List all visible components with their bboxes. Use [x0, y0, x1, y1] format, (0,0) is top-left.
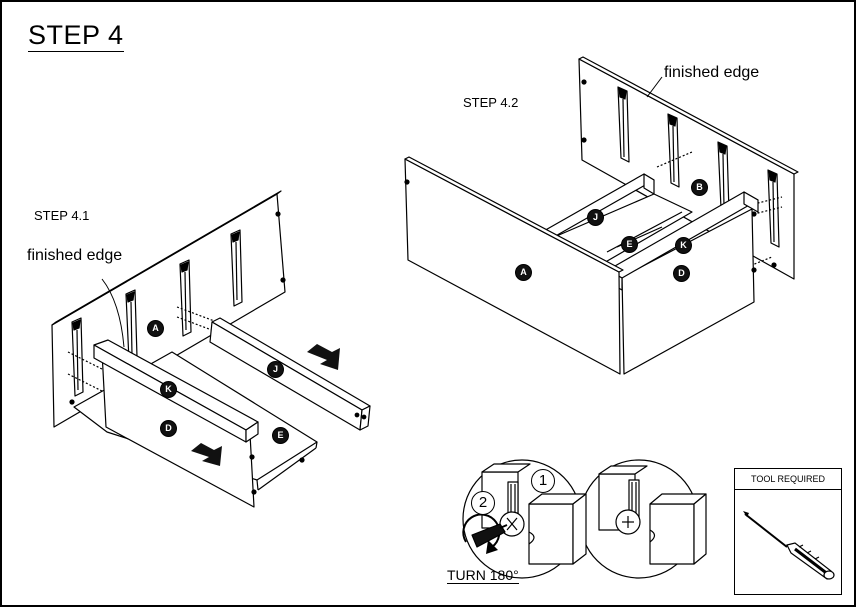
cam-lock-detail — [462, 459, 707, 579]
part-badge-k: K — [160, 381, 177, 398]
cam-slots-4-2 — [617, 86, 783, 268]
arrow-j — [307, 344, 340, 370]
panel-d-4-2 — [621, 208, 755, 375]
tool-required-header: TOOL REQUIRED — [735, 469, 841, 490]
part-badge-a: A — [515, 264, 532, 281]
finished-edge-label-4-1: finished edge — [27, 247, 123, 264]
part-badge-a: A — [147, 320, 164, 337]
cam-slots-4-1 — [67, 229, 243, 397]
part-badge-j: J — [587, 209, 604, 226]
panel-a-4-2 — [404, 158, 621, 375]
arrow-d — [191, 443, 222, 466]
part-badge-k: K — [675, 237, 692, 254]
step-number-1: 1 — [531, 469, 555, 493]
screwdriver-icon — [743, 511, 835, 580]
step-4-2-label: STEP 4.2 — [463, 95, 519, 110]
part-badge-b: B — [691, 179, 708, 196]
part-badge-d: D — [160, 420, 177, 437]
step-4-2-drawing — [404, 56, 799, 375]
step-4-1-label: STEP 4.1 — [34, 208, 90, 223]
finished-edge-label-4-2: finished edge — [664, 64, 760, 81]
part-badge-d: D — [673, 265, 690, 282]
part-badge-e: E — [272, 427, 289, 444]
tool-required-box: TOOL REQUIRED — [734, 468, 842, 595]
part-badge-e: E — [621, 236, 638, 253]
page-title: STEP 4 — [28, 20, 124, 52]
part-badge-j: J — [267, 361, 284, 378]
step-4-1-drawing — [51, 190, 371, 508]
turn-label: TURN 180° — [447, 567, 519, 584]
step-number-2: 2 — [471, 491, 495, 515]
